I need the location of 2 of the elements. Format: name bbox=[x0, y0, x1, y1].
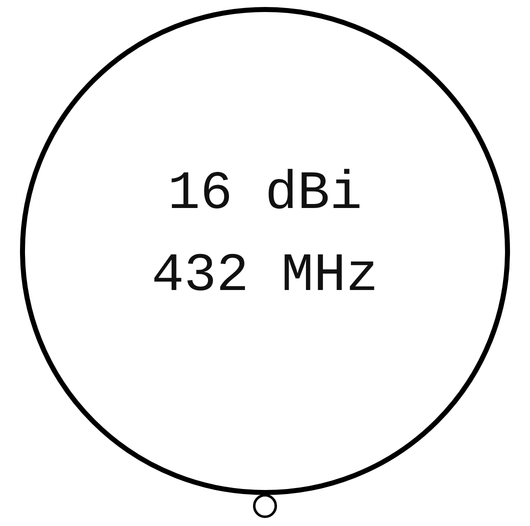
frequency-label: 432 MHz bbox=[150, 247, 380, 307]
gain-label: 16 dBi bbox=[166, 165, 364, 225]
